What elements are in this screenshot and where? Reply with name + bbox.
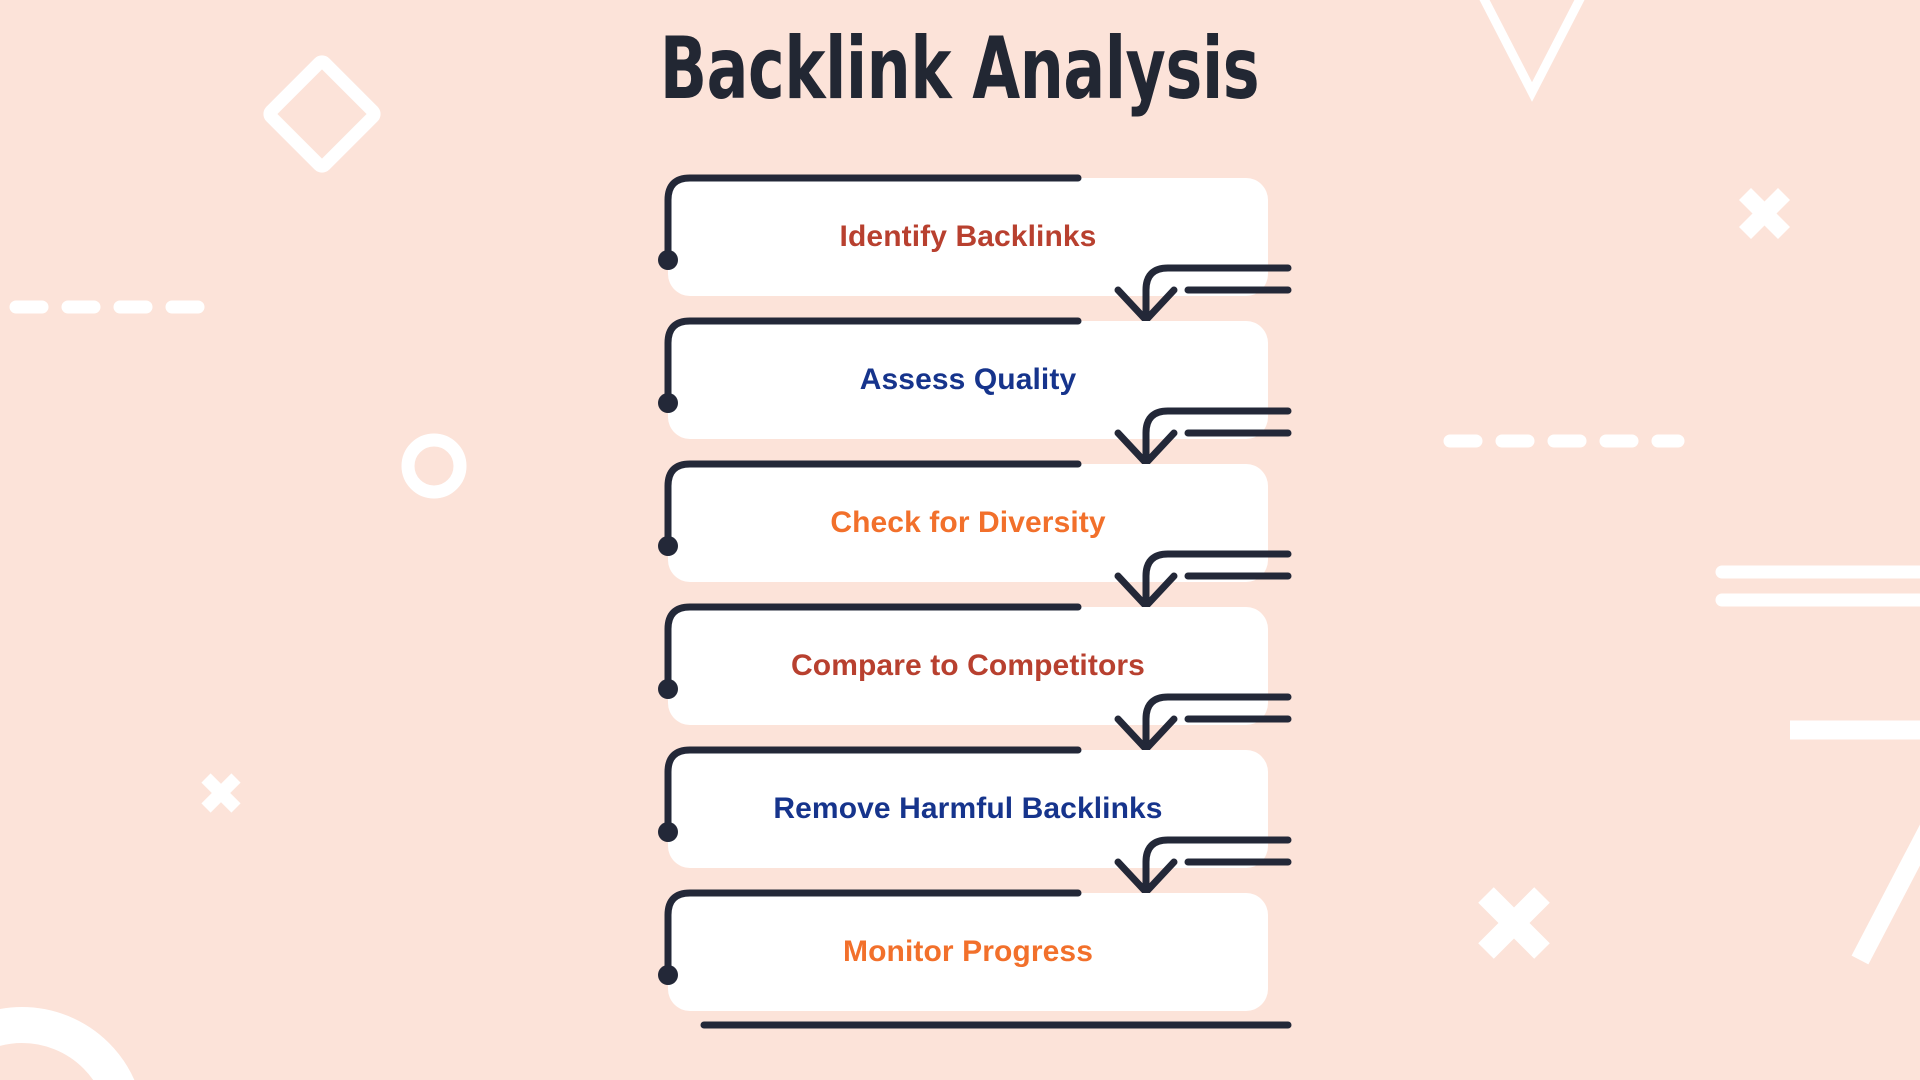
flow-step-card — [668, 893, 1268, 1011]
step-outline-path — [664, 603, 1082, 693]
flow-step-card — [668, 178, 1268, 296]
flow-step-card — [668, 607, 1268, 725]
connector-arrowhead-icon — [1114, 715, 1178, 753]
flow-step-label: Identify Backlinks — [839, 220, 1097, 253]
flow-step[interactable]: Compare to Competitors — [658, 603, 1292, 753]
connector-arrowhead-icon — [1114, 286, 1178, 324]
connector-arrowhead-icon — [1114, 572, 1178, 610]
step-connector-path — [1142, 693, 1292, 747]
page-title-container: Backlink Analysis — [0, 26, 1920, 112]
flow-step-label: Remove Harmful Backlinks — [773, 792, 1163, 825]
connector-arrowhead-icon — [1114, 858, 1178, 896]
flow-step-label: Check for Diversity — [830, 506, 1106, 539]
connector-arrowhead-icon — [1114, 429, 1178, 467]
step-terminal-dot — [658, 393, 678, 413]
step-outline-path — [664, 889, 1082, 979]
step-outline-path — [664, 746, 1082, 836]
step-outline-path — [664, 174, 1082, 264]
flow-step-label: Assess Quality — [859, 363, 1077, 396]
flow-step-label: Compare to Competitors — [791, 649, 1145, 682]
step-connector-path — [1142, 264, 1292, 318]
flow-step-card — [668, 464, 1268, 582]
flow-step-outline — [658, 174, 1292, 324]
step-connector-path — [1142, 836, 1292, 890]
flow-step-outline — [658, 317, 1292, 467]
page-title: Backlink Analysis — [660, 19, 1260, 119]
x-mark-top-right-icon — [1738, 187, 1791, 240]
flow-step-label: Monitor Progress — [843, 935, 1093, 968]
x-mark-bottom-right-icon — [1478, 887, 1550, 959]
step-terminal-dot — [658, 250, 678, 270]
flow-step[interactable]: Check for Diversity — [658, 460, 1292, 610]
step-terminal-dot — [658, 679, 678, 699]
step-outline-path — [664, 460, 1082, 550]
chevron-bottom-right-icon — [1790, 720, 1920, 965]
step-terminal-dot — [658, 822, 678, 842]
double-line-right-icon — [1715, 565, 1920, 607]
arc-bottom-left-icon — [0, 1007, 135, 1080]
flow-step-outline — [658, 889, 1292, 1029]
flow-step[interactable]: Identify Backlinks — [658, 174, 1292, 324]
flow-step[interactable]: Remove Harmful Backlinks — [658, 746, 1292, 896]
flow-step-outline — [658, 460, 1292, 610]
step-terminal-dot — [658, 965, 678, 985]
flow-step-card — [668, 321, 1268, 439]
flow-step-outline — [658, 603, 1292, 753]
flow-step[interactable]: Assess Quality — [658, 317, 1292, 467]
flow-step-outline — [658, 746, 1292, 896]
flow-step[interactable]: Monitor Progress — [658, 889, 1292, 1029]
x-mark-left-icon — [201, 773, 241, 813]
step-terminal-dot — [658, 536, 678, 556]
circle-outline-icon — [401, 433, 467, 499]
step-connector-path — [1142, 407, 1292, 461]
step-connector-path — [1142, 550, 1292, 604]
flow-step-card — [668, 750, 1268, 868]
step-outline-path — [664, 317, 1082, 407]
